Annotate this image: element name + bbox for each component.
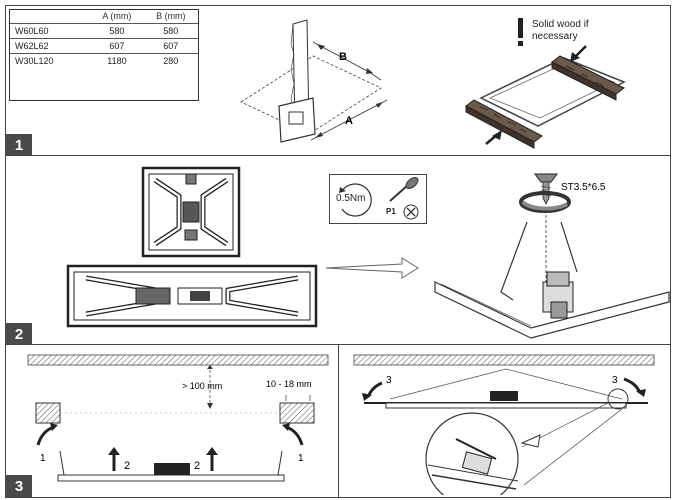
wood-beam-icon (465, 99, 543, 149)
label-b: B (339, 51, 347, 63)
dim-a-cell: 607 (90, 38, 144, 54)
step-action-3: 3 (386, 375, 392, 386)
screw-icon (534, 173, 558, 205)
table-header-b: B (mm) (156, 11, 186, 21)
up-arrow-icon (206, 447, 218, 471)
step-3-panel: > 100 mm 10 - 18 mm 1 1 2 (5, 344, 671, 498)
screwdriver-type: P1 (386, 207, 396, 216)
screw-spec: ST3.5*6.5 (561, 182, 606, 193)
curved-arrow-icon (623, 377, 646, 397)
cross-head-icon (403, 204, 419, 220)
solid-wood-frame-illustration: Solid wood if necessary (465, 18, 626, 149)
step-1-panel: A (mm) B (mm) W60L60 580 580 W62L62 607 … (5, 5, 671, 157)
model-cell: W60L60 (10, 23, 91, 39)
clip-mount-closeup-illustration: ST3.5*6.5 (434, 173, 670, 339)
dim-b-cell: 607 (143, 38, 198, 54)
panel-divider (338, 345, 339, 497)
up-arrow-icon (108, 447, 120, 471)
warning-icon (518, 18, 523, 46)
dim-b-cell: 280 (143, 53, 198, 68)
model-cell: W62L62 (10, 38, 91, 54)
step-action-3b: 3 (612, 375, 618, 386)
ceiling-cutout-illustration: B A (240, 19, 388, 143)
torque-icon (339, 183, 372, 217)
step-2-panel: 0.5Nm P1 ST3.5*6.5 (5, 155, 671, 346)
dimensions-table: A (mm) B (mm) W60L60 580 580 W62L62 607 … (9, 9, 199, 101)
arrow-icon (325, 257, 419, 279)
step-action-1b: 1 (298, 453, 304, 464)
spring-release-illustration: 3 3 (353, 354, 655, 495)
label-a: A (345, 115, 353, 127)
step-action-1: 1 (40, 453, 46, 464)
dim-a-cell: 1180 (90, 53, 144, 68)
dim-a-cell: 580 (90, 23, 144, 39)
step-action-2: 2 (124, 460, 130, 472)
dim-b-cell: 580 (143, 23, 198, 39)
curved-arrow-icon (36, 423, 58, 446)
table-header-model (10, 10, 90, 24)
step-number-badge: 3 (6, 475, 32, 497)
table-row: W30L120 1180 280 (10, 53, 198, 68)
warning-text: Solid wood if necessary (532, 19, 591, 42)
screwdriver-icon (389, 177, 419, 202)
clearance-label: > 100 mm (182, 381, 222, 391)
curved-arrow-icon (362, 381, 383, 401)
table-row: W60L60 580 580 (10, 23, 198, 39)
rotation-arrow-icon (519, 191, 571, 213)
step-number-badge: 2 (6, 323, 32, 345)
torque-value: 0.5Nm (336, 193, 366, 204)
curved-arrow-icon (282, 423, 304, 446)
model-cell: W30L120 (10, 53, 91, 68)
table-header-a: A (mm) (102, 11, 132, 21)
step-action-2b: 2 (194, 460, 200, 472)
long-panel-back-illustration (66, 264, 318, 328)
ceiling-thickness-label: 10 - 18 mm (266, 379, 312, 389)
step-number-badge: 1 (6, 134, 32, 156)
table-row: W62L62 607 607 (10, 38, 198, 54)
arrow-icon (570, 45, 587, 62)
ceiling-installation-illustration: > 100 mm 10 - 18 mm 1 1 2 (27, 354, 329, 482)
arrow-icon (485, 130, 502, 145)
tool-spec-box: 0.5Nm P1 (329, 174, 427, 224)
square-panel-back-illustration (141, 166, 241, 258)
wood-beam-icon (551, 55, 625, 101)
